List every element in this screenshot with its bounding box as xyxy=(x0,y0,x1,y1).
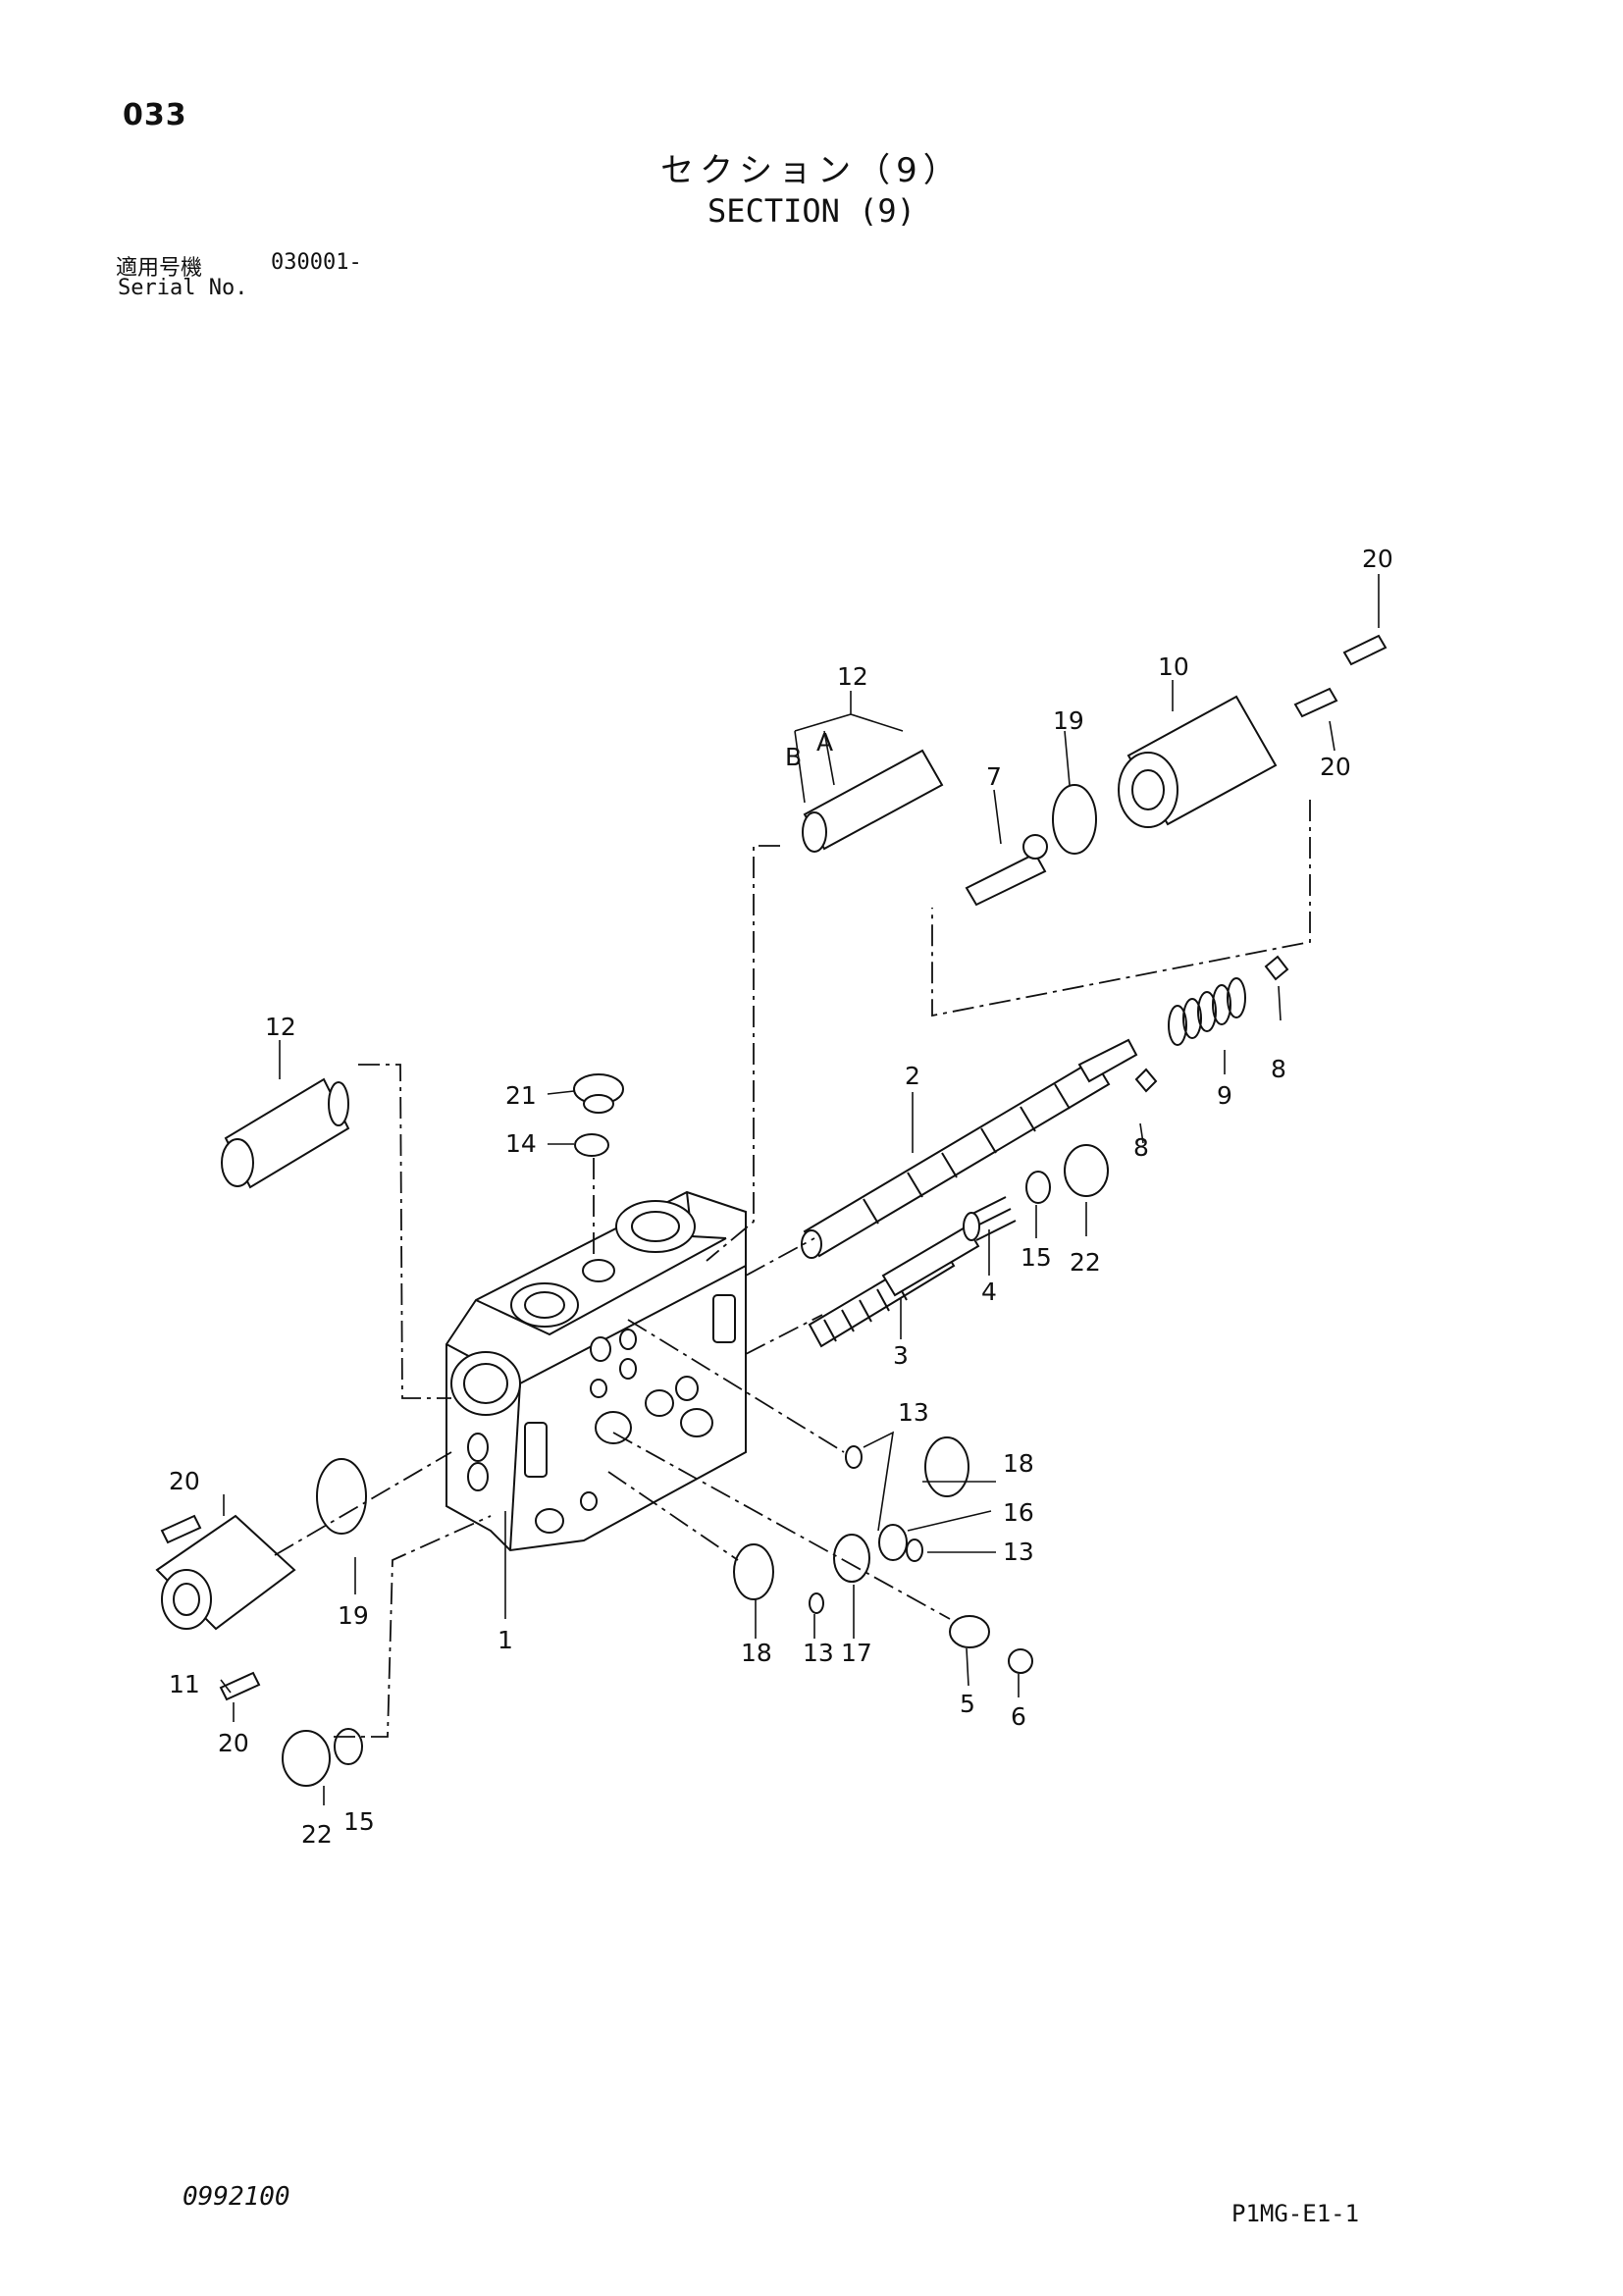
o-ring-part-13-a xyxy=(845,1445,863,1469)
callout-16: 16 xyxy=(1003,1498,1034,1527)
assembly-line-spools xyxy=(745,1237,823,1355)
callout-5: 5 xyxy=(960,1690,975,1718)
o-ring-part-16 xyxy=(878,1524,908,1561)
callout-20-top: 20 xyxy=(1362,545,1393,573)
leader-lines xyxy=(220,574,1380,1805)
cap-part-10 xyxy=(1118,695,1278,828)
plug-part-22-a xyxy=(1064,1144,1109,1197)
callout-15-left: 15 xyxy=(343,1807,375,1836)
callout-14: 14 xyxy=(505,1129,537,1158)
stopper-part-8-lower xyxy=(1134,1068,1158,1093)
document-code: 0992100 xyxy=(183,2182,290,2212)
callout-8-lower: 8 xyxy=(1133,1133,1149,1162)
bolt-part-20-b xyxy=(1293,687,1338,718)
callout-7: 7 xyxy=(986,762,1002,791)
cap-part-11 xyxy=(155,1514,296,1631)
o-ring-part-18-a xyxy=(924,1436,969,1497)
callout-1: 1 xyxy=(497,1626,513,1654)
bolt-part-20-a xyxy=(1342,634,1387,666)
assembly-line-cap-left xyxy=(274,1451,452,1556)
callout-12-upper: 12 xyxy=(837,662,868,691)
callout-13-lower: 13 xyxy=(803,1639,834,1667)
callout-2: 2 xyxy=(905,1062,920,1090)
callout-3: 3 xyxy=(893,1341,909,1370)
callout-22-right: 22 xyxy=(1070,1248,1101,1277)
assembly-line-plug-5 xyxy=(612,1432,951,1620)
spool-part-2 xyxy=(801,1038,1138,1259)
callout-21: 21 xyxy=(505,1081,537,1110)
callout-12-B: B xyxy=(785,743,802,771)
callout-20-right: 20 xyxy=(1320,753,1351,781)
bolt-part-20-d xyxy=(219,1671,261,1701)
title-japanese: セクション（9） xyxy=(660,151,963,190)
callout-20-left-lower: 20 xyxy=(218,1729,249,1757)
relief-valve-part-12-left xyxy=(221,1077,350,1189)
callout-4: 4 xyxy=(981,1278,997,1306)
serial-number-value: 030001- xyxy=(271,250,362,275)
callout-22-left: 22 xyxy=(301,1820,333,1849)
callout-11: 11 xyxy=(169,1670,200,1698)
plug-part-21 xyxy=(573,1073,624,1114)
o-ring-part-15-a xyxy=(1025,1171,1051,1204)
o-ring-part-14 xyxy=(574,1133,609,1157)
callout-18-lower: 18 xyxy=(741,1639,772,1667)
callout-15-right: 15 xyxy=(1021,1243,1052,1272)
plug-part-22-b xyxy=(282,1730,331,1787)
callout-20-left-upper: 20 xyxy=(169,1467,200,1495)
assembly-line-relief-valve-upper xyxy=(706,845,780,1262)
page-number: 033 xyxy=(123,98,187,132)
o-ring-part-18-b xyxy=(733,1543,774,1600)
callout-19-left: 19 xyxy=(338,1601,369,1630)
stopper-part-8-upper xyxy=(1264,955,1289,981)
bolt-part-20-c xyxy=(160,1514,202,1544)
callout-8-upper: 8 xyxy=(1271,1055,1286,1083)
o-ring-part-15-b xyxy=(334,1728,363,1765)
assembly-line-relief-valve-left xyxy=(358,1064,451,1399)
o-ring-part-19-b xyxy=(316,1458,367,1535)
spring-part-4 xyxy=(963,1196,1017,1241)
relief-valve-part-12-upper xyxy=(802,749,944,853)
spring-part-9 xyxy=(1168,977,1246,1046)
callout-10: 10 xyxy=(1158,652,1189,681)
assembly-line-o-ring-13 xyxy=(627,1319,845,1453)
serial-label-english: Serial No. xyxy=(118,276,248,300)
callout-17: 17 xyxy=(841,1639,872,1667)
serial-label-japanese: 適用号機 xyxy=(116,256,203,281)
callout-13-upper: 13 xyxy=(898,1398,929,1427)
o-ring-part-19-a xyxy=(1052,784,1097,855)
assembly-line-cap-right xyxy=(931,800,1311,1018)
spring-part-6 xyxy=(1008,1648,1033,1674)
assembly-line-plug-22-left xyxy=(334,1515,492,1738)
assembly-line-o-ring-18 xyxy=(607,1471,739,1561)
plate-code: P1MG-E1-1 xyxy=(1231,2200,1360,2227)
o-ring-part-13-c xyxy=(809,1592,824,1614)
o-ring-part-17 xyxy=(833,1534,870,1583)
callout-9: 9 xyxy=(1217,1081,1232,1110)
plug-part-5 xyxy=(949,1615,990,1648)
callout-12-left: 12 xyxy=(265,1013,296,1041)
callout-19-upper: 19 xyxy=(1053,706,1084,735)
callout-6: 6 xyxy=(1011,1702,1026,1731)
o-ring-part-13-b xyxy=(906,1539,923,1562)
check-spool-part-3 xyxy=(808,1225,980,1348)
stem-part-7 xyxy=(965,834,1048,907)
callout-12-A: A xyxy=(816,728,833,757)
valve-body-part-1 xyxy=(445,1190,747,1552)
callout-13-right: 13 xyxy=(1003,1538,1034,1566)
title-english: SECTION (9) xyxy=(707,192,916,230)
callout-18-right: 18 xyxy=(1003,1449,1034,1478)
